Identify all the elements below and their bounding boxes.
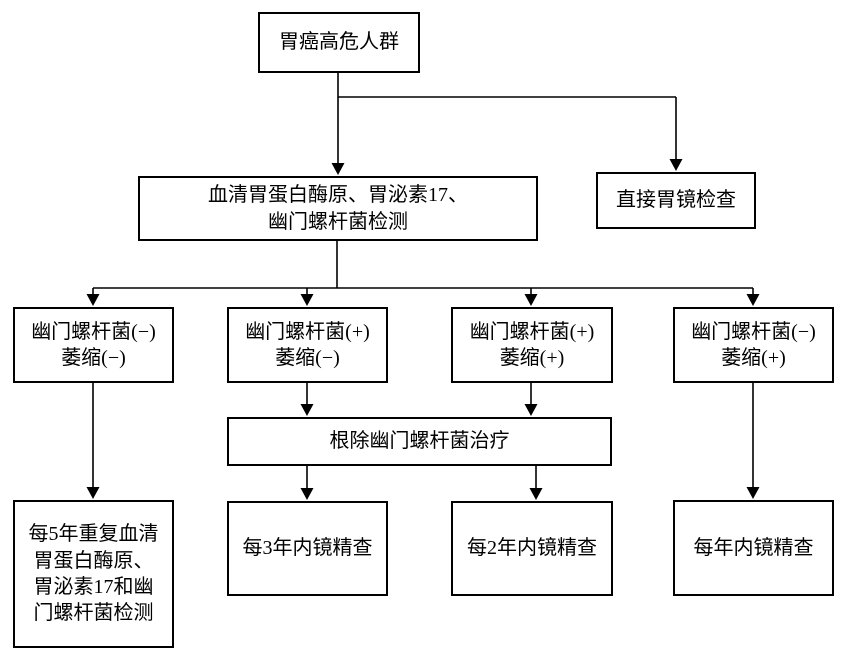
node-endoscopy-every-year: 每年内镜精查	[673, 500, 834, 596]
arrow-into-b1-icon	[86, 294, 100, 306]
arrow-into-b4-icon	[746, 294, 760, 306]
connector-lines	[92, 72, 754, 488]
node-hp-pos-atrophy-pos: 幽门螺杆菌(+) 萎缩(+)	[451, 307, 613, 383]
arrow-into-b2-icon	[300, 294, 314, 306]
node-endoscopy-every-2-years: 每2年内镜精查	[451, 501, 613, 596]
arrow-into-serum-icon	[331, 163, 345, 175]
node-hp-pos-atrophy-neg: 幽门螺杆菌(+) 萎缩(−)	[227, 307, 388, 383]
node-high-risk-population: 胃癌高危人群	[258, 12, 420, 73]
arrow-into-2y-icon	[529, 488, 543, 500]
arrow-into-yearly-icon	[746, 487, 760, 499]
arrow-b3-into-eradication-icon	[524, 404, 538, 416]
arrow-into-3y-icon	[300, 488, 314, 500]
node-repeat-test-every-5-years: 每5年重复血清 胃蛋白酶原、 胃泌素17和幽 门螺杆菌检测	[13, 500, 174, 648]
arrowheads	[86, 159, 760, 500]
arrow-into-b3-icon	[524, 294, 538, 306]
node-hp-neg-atrophy-neg: 幽门螺杆菌(−) 萎缩(−)	[13, 307, 174, 383]
arrow-into-repeat5y-icon	[86, 487, 100, 499]
node-hp-eradication-therapy: 根除幽门螺杆菌治疗	[227, 417, 612, 466]
arrow-into-direct-icon	[669, 159, 683, 171]
node-hp-neg-atrophy-pos: 幽门螺杆菌(−) 萎缩(+)	[673, 307, 834, 383]
node-serum-marker-test: 血清胃蛋白酶原、胃泌素17、 幽门螺杆菌检测	[138, 176, 538, 241]
arrow-b2-into-eradication-icon	[300, 404, 314, 416]
node-endoscopy-every-3-years: 每3年内镜精查	[227, 501, 388, 596]
node-direct-gastroscopy: 直接胃镜检查	[596, 172, 756, 229]
